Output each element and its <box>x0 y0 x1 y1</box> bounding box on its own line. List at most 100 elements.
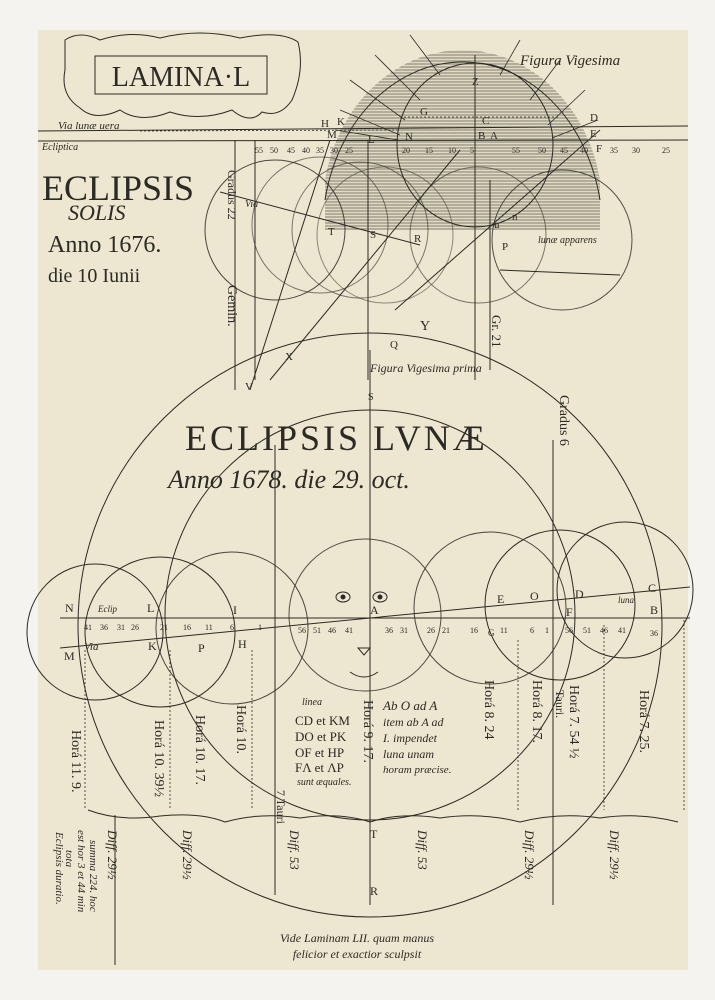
diagram-label: 51 <box>583 626 591 635</box>
diagram-label: 51 <box>313 626 321 635</box>
diagram-label: 20 <box>402 146 410 155</box>
solar-eclipse-discs <box>204 156 633 311</box>
solar-date: die 10 Iunii <box>48 265 141 287</box>
diagram-label: H <box>238 637 247 651</box>
diagram-label: tota <box>63 850 75 868</box>
diagram-label: 26 <box>131 623 139 632</box>
diagram-label: 25 <box>662 146 670 155</box>
diagram-label: R <box>370 884 378 898</box>
lunae-apparens-label: lunæ apparens <box>538 235 597 246</box>
diagram-label: Diff. 53 <box>287 829 302 870</box>
diagram-label: Z <box>472 76 479 88</box>
hour-labels: Horá 11. 9. Horá 10. 39½ Horá 10. 17. Ho… <box>68 680 651 825</box>
diagram-label: OF et HP <box>295 745 344 760</box>
solar-figure-label: Figura Vigesima <box>519 53 620 69</box>
cartouche: LAMINA·L <box>63 32 301 119</box>
diagram-label: Diff. 29½ <box>105 829 120 880</box>
diagram-label: Diff. 29½ <box>522 829 537 880</box>
diagram-label: FΛ et ΛP <box>295 760 344 775</box>
diagram-label: DO et PK <box>295 729 347 744</box>
diagram-label: Ab O ad A <box>382 698 437 713</box>
diagram-label: n <box>512 211 518 223</box>
solar-title: ECLIPSIS <box>42 168 194 208</box>
diagram-label: O <box>530 589 539 603</box>
diagram-label: 40 <box>580 146 588 155</box>
lunar-date: Anno 1678. die 29. oct. <box>166 465 410 494</box>
diagram-label: C <box>482 115 489 127</box>
diagram-label: 11 <box>500 626 508 635</box>
diagram-label: 55 <box>512 146 520 155</box>
diagram-label: E <box>497 592 504 606</box>
diagram-label: B <box>650 603 658 617</box>
diagram-label: 30 <box>632 146 640 155</box>
diagram-label: 15 <box>425 146 433 155</box>
diagram-label: K <box>148 639 157 653</box>
lunar-figure-label: Figura Vigesima prima <box>369 361 482 375</box>
diagram-label: 5 <box>470 146 474 155</box>
diagram-label: Horá 9. 17. <box>360 700 375 763</box>
diagram-label: 30 <box>330 146 338 155</box>
diagram-label: D <box>590 112 598 124</box>
diagram-label: 36 <box>650 629 658 638</box>
diagram-label: R <box>414 233 422 245</box>
diagram-label: 41 <box>345 626 353 635</box>
diagram-label: 21 <box>160 623 168 632</box>
diagram-label: luna unam <box>383 747 434 761</box>
diagram-label: Horá 7. 54 ½ <box>566 685 581 759</box>
diagram-label: Horá 11. 9. <box>68 730 83 792</box>
diagram-label: sunt æquales. <box>297 777 351 788</box>
diagram-label: V <box>245 381 253 393</box>
via-lunae-vera-label: Via lunæ uera <box>58 120 120 132</box>
diagram-label: I <box>233 603 237 617</box>
diagram-label: 25 <box>345 146 353 155</box>
diagram-label: 1 <box>545 626 549 635</box>
gradus-6-label: Gradus 6 <box>556 395 571 446</box>
diagram-label: u <box>494 219 500 231</box>
diagram-label: 7 Tauri <box>274 790 288 825</box>
diagram-label: 31 <box>117 623 125 632</box>
eclip-label: Eclip <box>97 604 117 614</box>
gradus-22-label: Gradus 22 <box>225 170 239 220</box>
diagram-label: 50 <box>538 146 546 155</box>
diagram-label: 6 <box>230 623 234 632</box>
diagram-label: Horá 10. 39½ <box>151 720 166 797</box>
diagram-label: 41 <box>618 626 626 635</box>
diagram-label: A <box>370 603 379 617</box>
diagram-label: T <box>370 827 378 841</box>
diagram-label: D <box>575 587 584 601</box>
diagram-label: M <box>327 129 337 141</box>
diagram-label: 41 <box>84 623 92 632</box>
diagram-label: 26 <box>427 626 435 635</box>
diagram-label: E <box>590 128 597 140</box>
duration-summary: summa 224. hoc est hor 3 et 44 min tota … <box>53 830 99 913</box>
diagram-label: 50 <box>270 146 278 155</box>
diagram-label: 55 <box>255 146 263 155</box>
diagram-label: N <box>65 601 74 615</box>
diagram-label: summa 224. hoc <box>87 840 99 912</box>
diagram-label: 56 <box>565 626 573 635</box>
diagram-label: Horá 10. 17. <box>192 715 207 785</box>
diagram-label: I. impendet <box>382 731 438 745</box>
diagram-label: N <box>405 131 413 143</box>
ecliptica-label: Ecliptica <box>41 142 78 153</box>
diagram-label: 56 <box>298 626 306 635</box>
diagram-label: A <box>490 130 498 142</box>
solar-subtitle: SOLIS <box>68 200 125 225</box>
diagram-label: 10 <box>448 146 456 155</box>
diagram-label: 45 <box>560 146 568 155</box>
diagram-label: Diff. 53 <box>415 829 430 870</box>
diagram-label: 31 <box>400 626 408 635</box>
diagram-label: M <box>64 649 75 663</box>
lunar-figure <box>26 332 694 965</box>
diagram-label: S <box>368 392 374 403</box>
diagram-label: 21 <box>442 626 450 635</box>
gemin-label: Gemin. <box>224 285 239 327</box>
diagram-label: Horá 8. 24 <box>481 680 496 740</box>
diagram-label: H <box>321 118 329 130</box>
gr-21-label: Gr. 21 <box>489 315 504 348</box>
diagram-label: F <box>596 143 602 155</box>
diagram-label: X <box>285 351 293 363</box>
